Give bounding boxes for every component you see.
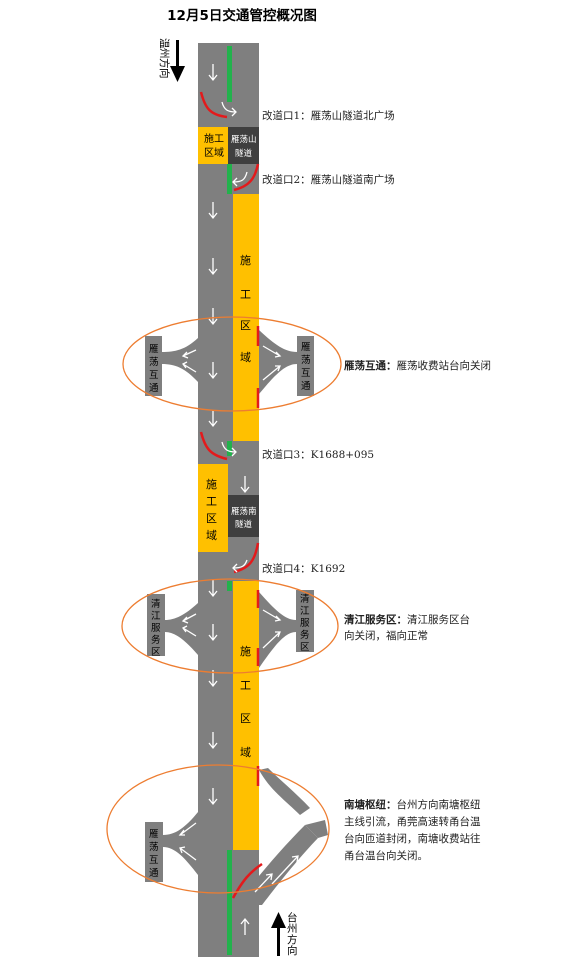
crossover-4-label: 改道口4：K1692	[262, 562, 345, 575]
qingjiang-left-ramp	[147, 594, 198, 656]
yandang-note: 雁荡互通：雁荡收费站台向关闭	[344, 359, 491, 372]
tunnel-south	[228, 495, 259, 537]
work-zone-3-label: 施 工 区 域	[206, 478, 221, 542]
crossover-3-label: 改道口3：K1688+095	[262, 448, 374, 461]
qingjiang-right-ramp	[259, 590, 314, 668]
qingjiang-note: 清江服务区：清江服务区台 向关闭，福向正常	[344, 613, 473, 642]
nantang-note: 南塘枢纽：台州方向南塘枢纽 主线引流，甬莞高速转甬台温 台向匝道封闭，南塘收费站…	[344, 798, 484, 862]
qingjiang-ellipse	[121, 578, 339, 674]
yandang-right-label: 雁 荡 互 通	[301, 342, 314, 392]
nantang-right-entry-ramp	[236, 820, 328, 905]
nantang-left-label: 雁 荡 互 通	[149, 829, 162, 879]
bottom-direction-arrow	[271, 912, 286, 956]
nantang-ellipse	[106, 764, 330, 894]
page-title: 12月5日交通管控概况图	[167, 7, 317, 24]
bottom-direction-label: 台 州 方 向	[287, 911, 301, 957]
work-zone-1-label: 施工 区域	[204, 132, 227, 159]
crossover-2-label: 改道口2：雁荡山隧道南广场	[262, 173, 395, 186]
median-line	[227, 46, 232, 955]
crossover-1-label: 改道口1：雁荡山隧道北广场	[262, 109, 395, 122]
tunnel-south-label: 雁荡南 隧道	[231, 506, 259, 530]
work-zone-3	[198, 464, 228, 552]
barriers	[199, 91, 263, 899]
top-direction-arrow	[170, 40, 185, 82]
traffic-arrows	[178, 64, 299, 935]
svg-text:台 州 方 向: 台 州 方 向	[287, 911, 301, 957]
nantang-right-exit-ramp	[259, 768, 310, 815]
work-zone-4	[233, 581, 259, 850]
tunnel-north-label: 雁荡山 隧道	[231, 134, 259, 159]
yandang-left-ramp	[145, 336, 198, 396]
top-direction-label: 温 州 方 向	[158, 38, 171, 79]
yandang-ellipse	[122, 316, 342, 412]
qingjiang-left-label: 清 江 服 务 区	[151, 598, 164, 658]
work-zone-2-label: 施 工 区 域	[240, 254, 255, 364]
yandang-right-ramp	[259, 330, 314, 396]
work-zone-1	[198, 127, 228, 164]
work-zone-4-label: 施 工 区 域	[240, 645, 255, 759]
tunnel-north	[228, 127, 259, 164]
svg-text:温 州 方 向: 温 州 方 向	[158, 38, 171, 79]
yandang-left-label: 雁 荡 互 通	[149, 344, 162, 394]
qingjiang-right-label: 清 江 服 务 区	[300, 593, 313, 653]
